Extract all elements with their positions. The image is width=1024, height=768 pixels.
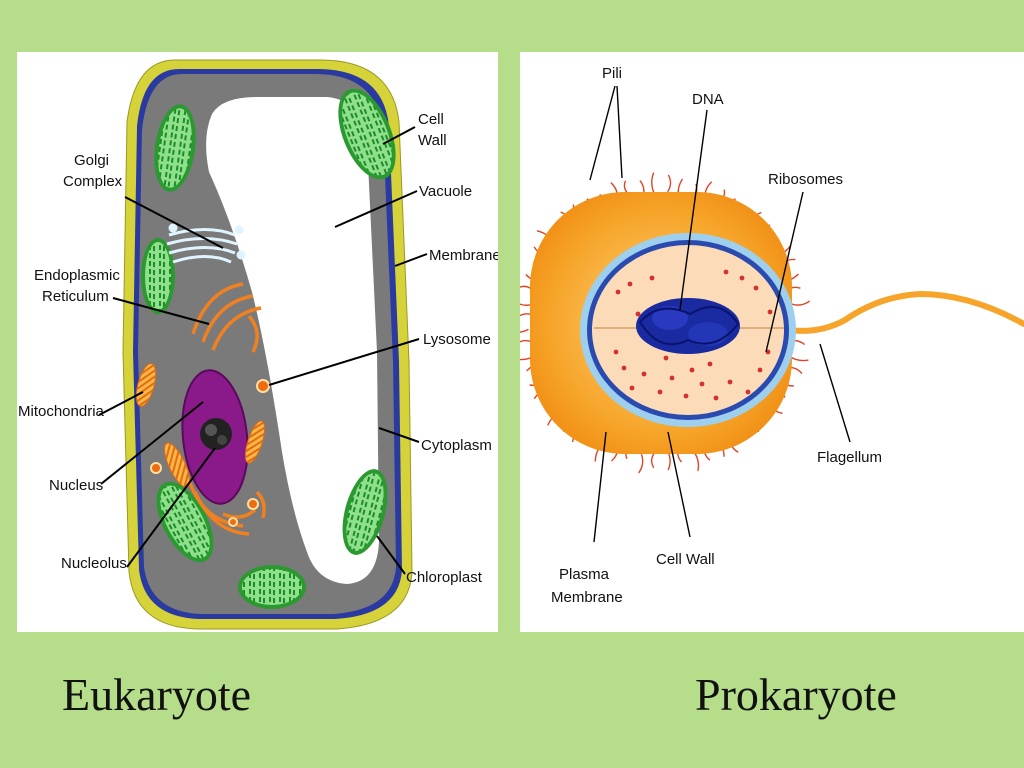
label-golgi-line1: Golgi bbox=[74, 152, 109, 169]
label-ribosomes: Ribosomes bbox=[768, 171, 843, 188]
nucleolus-shape bbox=[200, 418, 232, 450]
pilus-hair bbox=[638, 453, 644, 474]
label-er-line2: Reticulum bbox=[42, 288, 109, 305]
ribosome-dot bbox=[657, 389, 663, 395]
caption-prokaryote: Prokaryote bbox=[695, 669, 897, 720]
label-er-line1: Endoplasmic bbox=[34, 267, 120, 284]
label-cell-wall-line2: Wall bbox=[418, 132, 447, 149]
ribosome-dot bbox=[767, 309, 773, 315]
flagellum-shape bbox=[785, 290, 1024, 334]
label-plasma-membrane-line2: Membrane bbox=[551, 589, 623, 606]
label-plasma-membrane-line1: Plasma bbox=[559, 566, 610, 583]
prokaryote-cell-diagram: Pili DNA Ribosomes Flagellum Plasma Memb… bbox=[520, 65, 1024, 606]
ribosome-dot bbox=[723, 269, 729, 275]
ribosome-dot bbox=[745, 389, 751, 395]
ribosome-dot bbox=[629, 385, 635, 391]
ribosome-dot bbox=[757, 367, 763, 373]
eukaryote-cell-diagram: Golgi Complex Endoplasmic Reticulum Mito… bbox=[18, 59, 498, 630]
label-nucleolus: Nucleolus bbox=[61, 555, 127, 572]
ribosome-dot bbox=[707, 361, 713, 367]
ribosome-dot bbox=[669, 375, 675, 381]
label-dna: DNA bbox=[692, 91, 724, 108]
chloroplast-top-left bbox=[154, 104, 196, 192]
label-flagellum: Flagellum bbox=[817, 449, 882, 466]
pilus-hair bbox=[790, 300, 811, 306]
caption-eukaryote: Eukaryote bbox=[62, 669, 252, 720]
ribosomes-dots bbox=[613, 269, 773, 401]
ribosome-dot bbox=[641, 371, 647, 377]
eukaryote-leader-lines bbox=[98, 126, 428, 575]
pilus-hair bbox=[650, 452, 656, 469]
ribosome-dot bbox=[627, 281, 633, 287]
ribosome-dot bbox=[699, 381, 705, 387]
ribosome-dot bbox=[683, 393, 689, 399]
label-lysosome: Lysosome bbox=[423, 331, 491, 348]
ribosome-dot bbox=[621, 365, 627, 371]
ribosome-dot bbox=[753, 285, 759, 291]
eukaryote-diagram-panel: Golgi Complex Endoplasmic Reticulum Mito… bbox=[17, 52, 498, 632]
ribosome-dot bbox=[649, 275, 655, 281]
pilus-hair bbox=[520, 328, 529, 333]
label-cell-wall: Cell Wall bbox=[656, 551, 715, 568]
ribosome-dot bbox=[615, 289, 621, 295]
prokaryote-leader-lines bbox=[589, 85, 851, 543]
label-pili: Pili bbox=[602, 65, 622, 82]
label-chloroplast: Chloroplast bbox=[406, 569, 483, 586]
ribosome-dot bbox=[689, 367, 695, 373]
dna-shape bbox=[636, 298, 740, 354]
mitochondrion-left bbox=[135, 363, 157, 407]
ribosome-dot bbox=[713, 395, 719, 401]
prokaryote-diagram-panel: Pili DNA Ribosomes Flagellum Plasma Memb… bbox=[520, 52, 1024, 632]
mitochondrion-right bbox=[244, 420, 266, 464]
ribosome-dot bbox=[635, 311, 641, 317]
ribosome-dot bbox=[663, 355, 669, 361]
label-membrane: Membrane bbox=[429, 247, 498, 264]
pilus-hair bbox=[651, 172, 656, 195]
label-golgi-line2: Complex bbox=[63, 173, 123, 190]
eukaryote-vacuole bbox=[206, 97, 379, 584]
chloroplast-top-right bbox=[338, 88, 396, 180]
label-cell-wall-line1: Cell bbox=[418, 111, 444, 128]
chloroplast-bottom-center bbox=[238, 565, 306, 609]
chloroplast-mid-left bbox=[141, 238, 175, 314]
ribosome-dot bbox=[739, 275, 745, 281]
pilus-hair bbox=[667, 174, 672, 193]
ribosome-dot bbox=[727, 379, 733, 385]
ribosome-dot bbox=[613, 349, 619, 355]
label-nucleus: Nucleus bbox=[49, 477, 103, 494]
label-vacuole: Vacuole bbox=[419, 183, 472, 200]
label-cytoplasm: Cytoplasm bbox=[421, 437, 492, 454]
label-mitochondria: Mitochondria bbox=[18, 403, 105, 420]
lysosomes bbox=[150, 379, 270, 527]
chloroplast-bottom-right bbox=[342, 469, 388, 555]
